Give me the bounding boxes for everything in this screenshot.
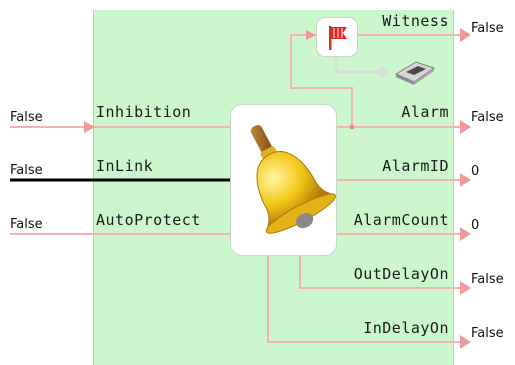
- witness-feed-arrow: [306, 30, 316, 40]
- alarmid-output-value: 0: [471, 164, 480, 179]
- inhibition-input-arrow: [84, 121, 95, 133]
- alarm-core-block[interactable]: [230, 104, 337, 256]
- outdelayon-pin-label: OutDelayOn: [353, 265, 449, 283]
- alarm-output-arrow: [460, 120, 471, 134]
- inhibition-input-value[interactable]: False: [10, 110, 43, 125]
- witness-block[interactable]: [316, 17, 358, 57]
- pager-link-arrow: [380, 66, 390, 78]
- pager-link-wire: [334, 55, 384, 74]
- red-flag-icon: [329, 26, 347, 50]
- alarmid-output-arrow: [460, 173, 471, 187]
- indelayon-output-arrow: [460, 335, 471, 349]
- alarm-output-value: False: [471, 110, 504, 125]
- alarm-pin-label: Alarm: [401, 103, 449, 121]
- bell-icon: [250, 125, 336, 234]
- autoprotect-pin-label: AutoProtect: [96, 211, 201, 229]
- alarmcount-output-arrow: [460, 227, 471, 241]
- inlink-pin-label: InLink: [96, 157, 154, 175]
- autoprotect-input-value[interactable]: False: [10, 217, 43, 232]
- alarmid-pin-label: AlarmID: [382, 157, 449, 175]
- alarmcount-output-value: 0: [471, 218, 480, 233]
- alarm-junction: [349, 124, 355, 130]
- witness-pin-label: Witness: [382, 12, 449, 30]
- outdelayon-output-arrow: [460, 281, 471, 295]
- outdelayon-wire: [299, 254, 462, 289]
- indelayon-output-value: False: [471, 326, 504, 341]
- indelayon-pin-label: InDelayOn: [363, 319, 449, 337]
- witness-feed-wire: [290, 34, 353, 127]
- inhibition-pin-label: Inhibition: [96, 103, 192, 121]
- witness-output-value: False: [471, 21, 504, 36]
- alarmcount-pin-label: AlarmCount: [353, 211, 449, 229]
- indelayon-wire: [267, 254, 462, 343]
- inlink-input-value[interactable]: False: [10, 163, 43, 178]
- outdelayon-output-value: False: [471, 272, 504, 287]
- pager-icon: [394, 61, 436, 85]
- witness-output-arrow: [460, 28, 471, 42]
